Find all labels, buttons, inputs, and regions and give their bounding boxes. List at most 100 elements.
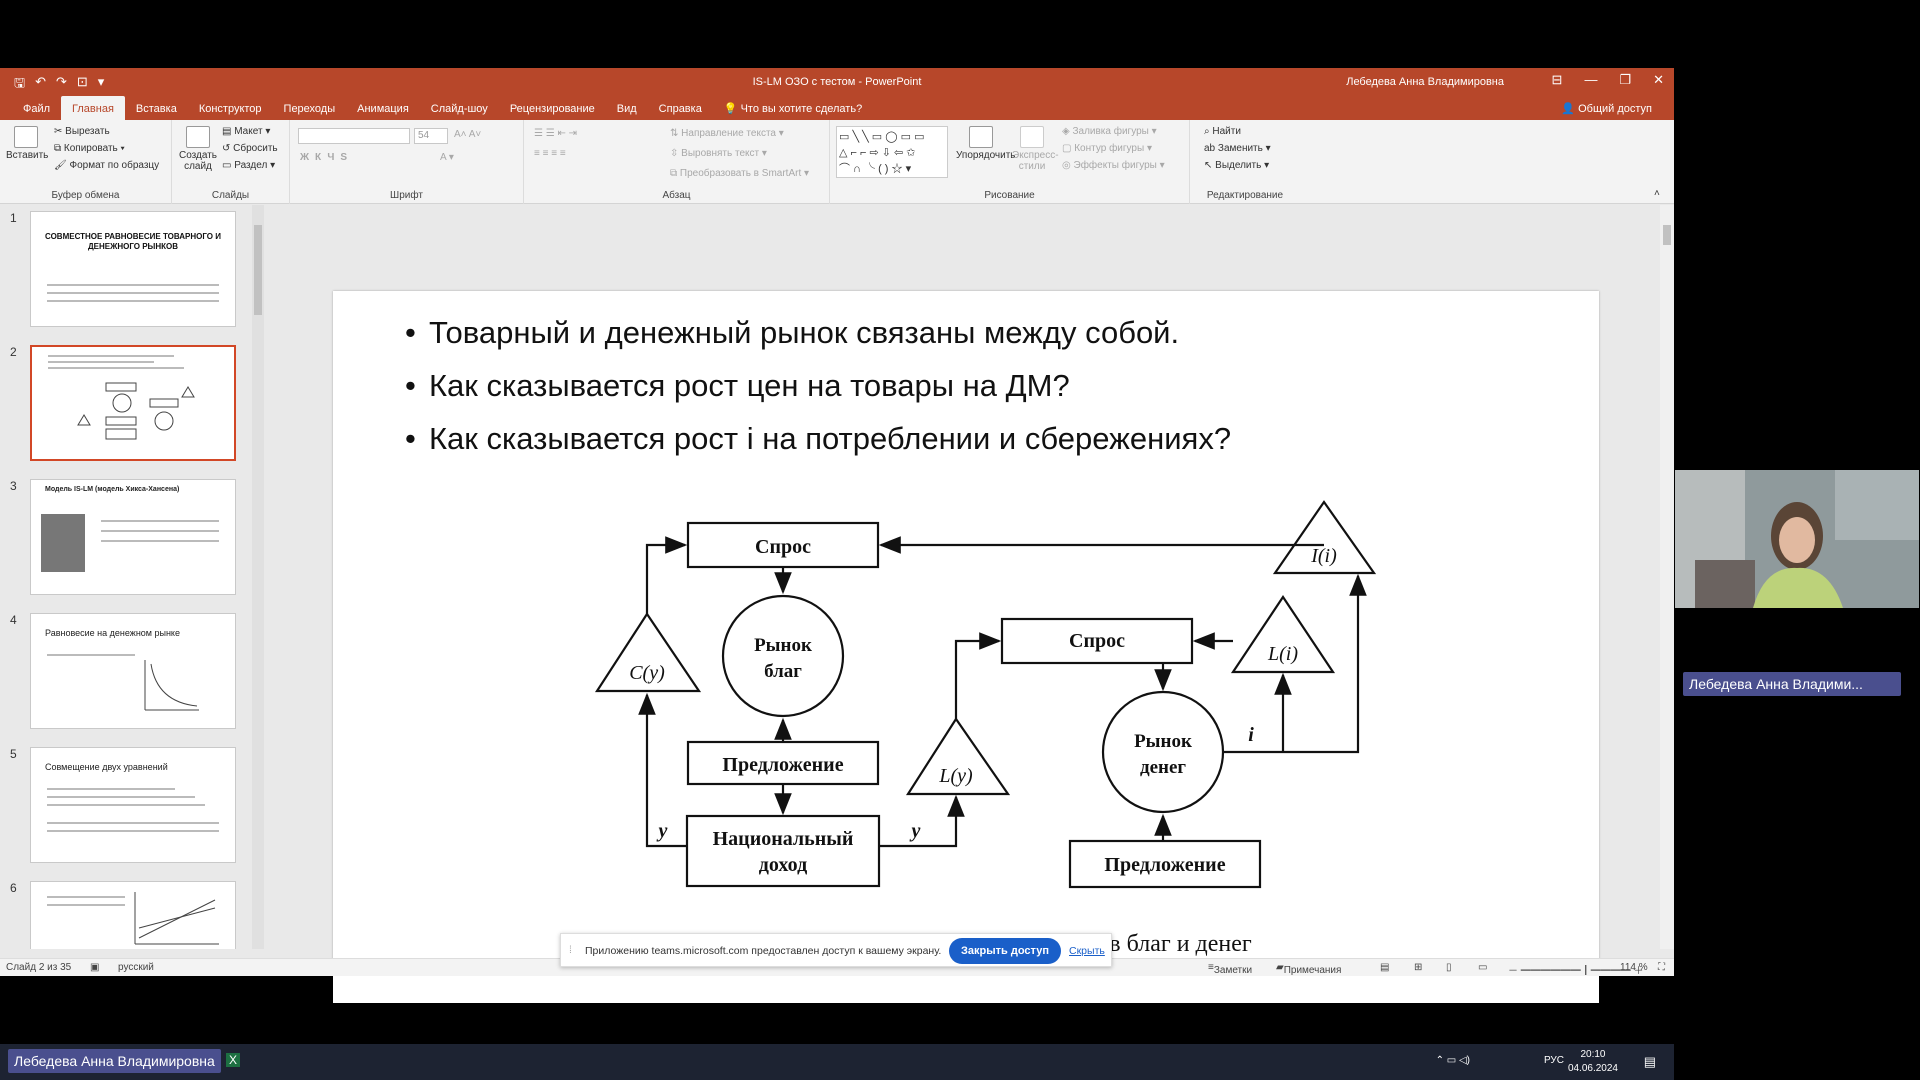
list-icons[interactable]: ☰ ☰ ⇤ ⇥ xyxy=(534,128,578,139)
quick-styles-button[interactable]: Экспресс-стили xyxy=(1012,126,1059,172)
find-button[interactable]: ⌕ Найти xyxy=(1204,126,1241,137)
market-interaction-diagram: Спрос Рынок благ Предложение Национальны… xyxy=(594,500,1377,889)
language-indicator[interactable]: русский xyxy=(118,962,154,973)
shape-outline-button[interactable]: ▢ Контур фигуры ▾ xyxy=(1062,143,1152,154)
redo-icon[interactable]: ↷ xyxy=(55,74,67,89)
slide-scrollbar[interactable] xyxy=(1660,205,1674,949)
thumb-text-line xyxy=(47,830,219,832)
share-button[interactable]: 👤 Общий доступ xyxy=(1561,103,1652,115)
account-name[interactable]: Лебедева Анна Владимировна xyxy=(1346,76,1504,88)
undo-icon[interactable]: ↶ xyxy=(35,74,46,89)
slide-thumbnail-1[interactable]: СОВМЕСТНОЕ РАВНОВЕСИЕ ТОВАРНОГО И ДЕНЕЖН… xyxy=(30,211,236,327)
slide-thumbnail-6[interactable] xyxy=(30,881,236,949)
money-supply-label: Предложение xyxy=(1104,854,1225,876)
clock[interactable]: 20:10 04.06.2024 xyxy=(1568,1048,1618,1076)
sorter-view-icon[interactable]: ⊞ xyxy=(1414,962,1423,973)
spellcheck-icon[interactable]: ▣ xyxy=(90,962,100,973)
arrange-button[interactable]: Упорядочить xyxy=(956,126,1016,161)
ribbon-display-icon[interactable]: ⊟ xyxy=(1551,72,1563,87)
excel-icon[interactable]: X xyxy=(226,1053,241,1067)
layout-button[interactable]: ▤ Макет ▾ xyxy=(222,126,271,137)
slide-thumbnail-5[interactable]: Совмещение двух уравнений xyxy=(30,747,236,863)
shape-fill-button[interactable]: ◈ Заливка фигуры ▾ xyxy=(1062,126,1157,137)
text-direction-button[interactable]: ⇅ Направление текста ▾ xyxy=(670,128,784,139)
font-color-icon[interactable]: A ▾ xyxy=(440,152,454,163)
zoom-level[interactable]: 114 % xyxy=(1620,962,1648,973)
slide-thumbnail-3[interactable]: Модель IS-LM (модель Хикса-Хансена) xyxy=(30,479,236,595)
shapes-gallery[interactable]: ▭ ╲ ╲ ▭ ◯ ▭ ▭△ ⌐ ⌐ ⇨ ⇩ ⇦ ✩⌒ ∩ ╰ ( ) ☆ ▾ xyxy=(836,126,948,178)
slide-thumbnail-4[interactable]: Равновесие на денежном рынке xyxy=(30,613,236,729)
reset-button[interactable]: ↺ Сбросить xyxy=(222,143,278,154)
font-format-icons[interactable]: ЖКЧS xyxy=(300,152,354,163)
arrow-cy-to-demand xyxy=(645,536,688,614)
customize-qat-icon[interactable]: ▾ xyxy=(97,74,105,89)
comments-button[interactable]: ▰ Примечания xyxy=(1276,962,1342,976)
smartart-button[interactable]: ⧉ Преобразовать в SmartArt ▾ xyxy=(670,168,810,179)
scroll-thumb[interactable] xyxy=(254,225,262,315)
tab-transitions[interactable]: Переходы xyxy=(283,103,336,115)
select-button[interactable]: ↖ Выделить ▾ xyxy=(1204,160,1270,171)
save-icon[interactable]: 🖫 xyxy=(14,75,26,90)
shape-effects-button[interactable]: ◎ Эффекты фигуры ▾ xyxy=(1062,160,1165,171)
paste-button[interactable]: Вставить xyxy=(6,126,48,161)
align-icons[interactable]: ≡ ≡ ≡ ≡ xyxy=(534,148,566,159)
ribbon: Вставить ✂ Вырезать ⧉ Копировать ▾ 🖌 Фор… xyxy=(0,120,1674,204)
slideshow-view-icon[interactable]: ▭ xyxy=(1478,962,1488,973)
investment-triangle xyxy=(1272,500,1377,575)
tab-animations[interactable]: Анимация xyxy=(357,103,409,115)
zoom-slider[interactable]: － ━━━━━━┃━━━━ ＋ xyxy=(1508,966,1644,977)
fit-slide-icon[interactable]: ⛶ xyxy=(1658,962,1665,973)
section-button[interactable]: ▭ Раздел ▾ xyxy=(222,160,276,171)
replace-button[interactable]: ab Заменить ▾ xyxy=(1204,143,1271,154)
thumb-diagram xyxy=(77,382,195,440)
reading-view-icon[interactable]: ▯ xyxy=(1446,962,1452,973)
bullet-3[interactable]: Как сказывается рост i на потреблении и … xyxy=(405,421,1231,457)
tab-help[interactable]: Справка xyxy=(658,103,702,115)
tab-design[interactable]: Конструктор xyxy=(198,103,262,115)
tab-view[interactable]: Вид xyxy=(616,103,637,115)
money-demand-i-triangle xyxy=(1230,595,1336,674)
tab-review[interactable]: Рецензирование xyxy=(509,103,595,115)
collapse-ribbon-icon[interactable]: ˄ xyxy=(1654,188,1660,199)
notes-button[interactable]: ≡ Заметки xyxy=(1208,962,1253,976)
scroll-thumb[interactable] xyxy=(1663,225,1671,245)
align-text-button[interactable]: ⇳ Выровнять текст ▾ xyxy=(670,148,767,159)
group-font: 54 A˄ A˅ ЖКЧS A ▾ Шрифт xyxy=(290,120,524,204)
restore-icon[interactable]: ❐ xyxy=(1619,72,1632,87)
font-grow-icon[interactable]: A˄ A˅ xyxy=(454,129,482,140)
arrow-ly-to-money-demand xyxy=(954,632,1002,719)
notifications-icon[interactable]: ▤ xyxy=(1643,1054,1656,1069)
tab-insert[interactable]: Вставка xyxy=(135,103,177,115)
slide-thumbnail-2[interactable] xyxy=(30,345,236,461)
hide-banner-link[interactable]: Скрыть xyxy=(1069,945,1105,957)
new-slide-button[interactable]: Создать слайд xyxy=(178,126,218,172)
group-label: Буфер обмена xyxy=(51,190,120,201)
money-market-label-2: денег xyxy=(1140,757,1186,778)
font-name-input[interactable] xyxy=(298,128,410,144)
font-size-input[interactable]: 54 xyxy=(414,128,448,144)
format-painter-button[interactable]: 🖌 Формат по образцу xyxy=(54,160,160,171)
goods-market-circle xyxy=(721,594,845,718)
minimize-icon[interactable]: — xyxy=(1584,72,1598,87)
thumb-text-line xyxy=(47,904,125,906)
clock-time: 20:10 xyxy=(1580,1049,1606,1060)
drag-handle-icon[interactable]: ⁞ xyxy=(569,944,572,956)
tab-home[interactable]: Главная xyxy=(61,96,125,120)
cut-button[interactable]: ✂ Вырезать xyxy=(54,126,110,137)
copy-button[interactable]: ⧉ Копировать ▾ xyxy=(54,143,125,154)
present-icon[interactable]: ⊡ xyxy=(76,74,88,89)
stop-sharing-button[interactable]: Закрыть доступ xyxy=(949,938,1061,964)
slide-canvas[interactable]: Товарный и денежный рынок связаны между … xyxy=(333,291,1599,1003)
tab-file[interactable]: Файл xyxy=(23,103,51,115)
group-label: Шрифт xyxy=(390,190,423,201)
bullet-2[interactable]: Как сказывается рост цен на товары на ДМ… xyxy=(405,368,1070,404)
normal-view-icon[interactable]: ▤ xyxy=(1380,962,1390,973)
keyboard-language[interactable]: РУС xyxy=(1543,1055,1564,1066)
tray-icons[interactable]: ⌃ ▭ ◁) xyxy=(1435,1055,1470,1066)
thumbnails-scrollbar[interactable] xyxy=(252,205,264,949)
close-icon[interactable]: ✕ xyxy=(1653,72,1664,87)
bullet-1[interactable]: Товарный и денежный рынок связаны между … xyxy=(405,315,1179,351)
tab-slideshow[interactable]: Слайд-шоу xyxy=(430,103,488,115)
tell-me-search[interactable]: 💡 Что вы хотите сделать? xyxy=(723,103,863,115)
thumb-text-line xyxy=(47,822,219,824)
